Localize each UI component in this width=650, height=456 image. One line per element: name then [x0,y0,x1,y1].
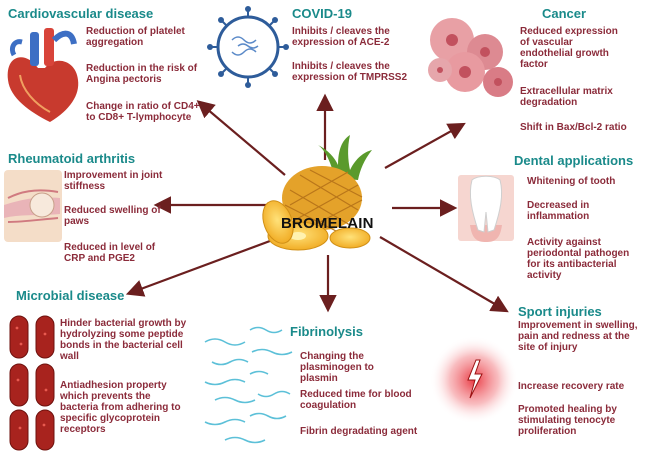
arrow-to-microbial [125,236,279,297]
fibrinolysis-item: Fibrin degradating agent [300,426,418,437]
dental-item: Decreased in inflammation [527,200,590,222]
bacteria-icon [9,315,55,451]
arrow-to-sport [379,236,509,313]
rheumatoid-item: Reduced swelling of paws [64,205,161,227]
dental-item: Activity against periodontal pathogen fo… [527,237,630,281]
arrow-to-cancer [384,122,466,169]
cardiovascular-item: Reduction of platelet aggregation [86,26,185,48]
covid-title: COVID-19 [292,6,352,21]
rheumatoid-title: Rheumatoid arthritis [8,151,136,166]
sport-title: Sport injuries [518,304,602,319]
fibrinolysis-title: Fibrinolysis [290,324,363,339]
cancer-item: Extracellular matrix degradation [520,86,613,108]
fibrinolysis-item: Changing the plasminogen to plasmin [300,351,374,384]
cancer-item: Reduced expression of vascular endotheli… [520,26,618,70]
cardiovascular-item: Change in ratio of CD4+ to CD8+ T-lympho… [86,101,200,123]
sport-item: Promoted healing by stimulating tenocyte… [518,404,617,437]
covid-item: Inhibits / cleaves the expression of ACE… [292,26,390,48]
microbial-title: Microbial disease [16,288,125,303]
cancer-item: Shift in Bax/Bcl-2 ratio [520,122,627,133]
dental-title: Dental applications [514,153,634,168]
cancer-title: Cancer [542,6,587,21]
sport-item: Increase recovery rate [518,381,625,392]
joint-icon [4,170,62,242]
heart-icon [7,28,79,122]
pineapple-icon [262,135,372,251]
fibrin-strands-icon [204,326,293,444]
virus-icon [207,6,289,88]
cardiovascular-title: Cardiovascular disease [8,6,154,21]
covid-item: Inhibits / cleaves the expression of TMP… [292,61,408,83]
rheumatoid-item: Reduced in level of CRP and PGE2 [64,242,156,264]
injury-glow-icon [430,336,518,424]
arrow-to-cardiovascular [196,100,286,176]
tooth-icon [458,175,514,242]
center-label: BROMELAIN [281,215,374,232]
sport-item: Improvement in swelling, pain and rednes… [518,320,638,353]
fibrinolysis-item: Reduced time for blood coagulation [300,389,412,411]
microbial-item: Antiadhesion property which prevents the… [60,380,181,435]
cancer-cells-icon [428,18,513,97]
rheumatoid-item: Improvement in joint stiffness [64,170,163,192]
dental-item: Whitening of tooth [527,176,616,187]
cardiovascular-item: Reduction in the risk of Angina pectoris [86,63,198,85]
microbial-item: Hinder bacterial growth by hydrolyzing s… [60,318,187,362]
